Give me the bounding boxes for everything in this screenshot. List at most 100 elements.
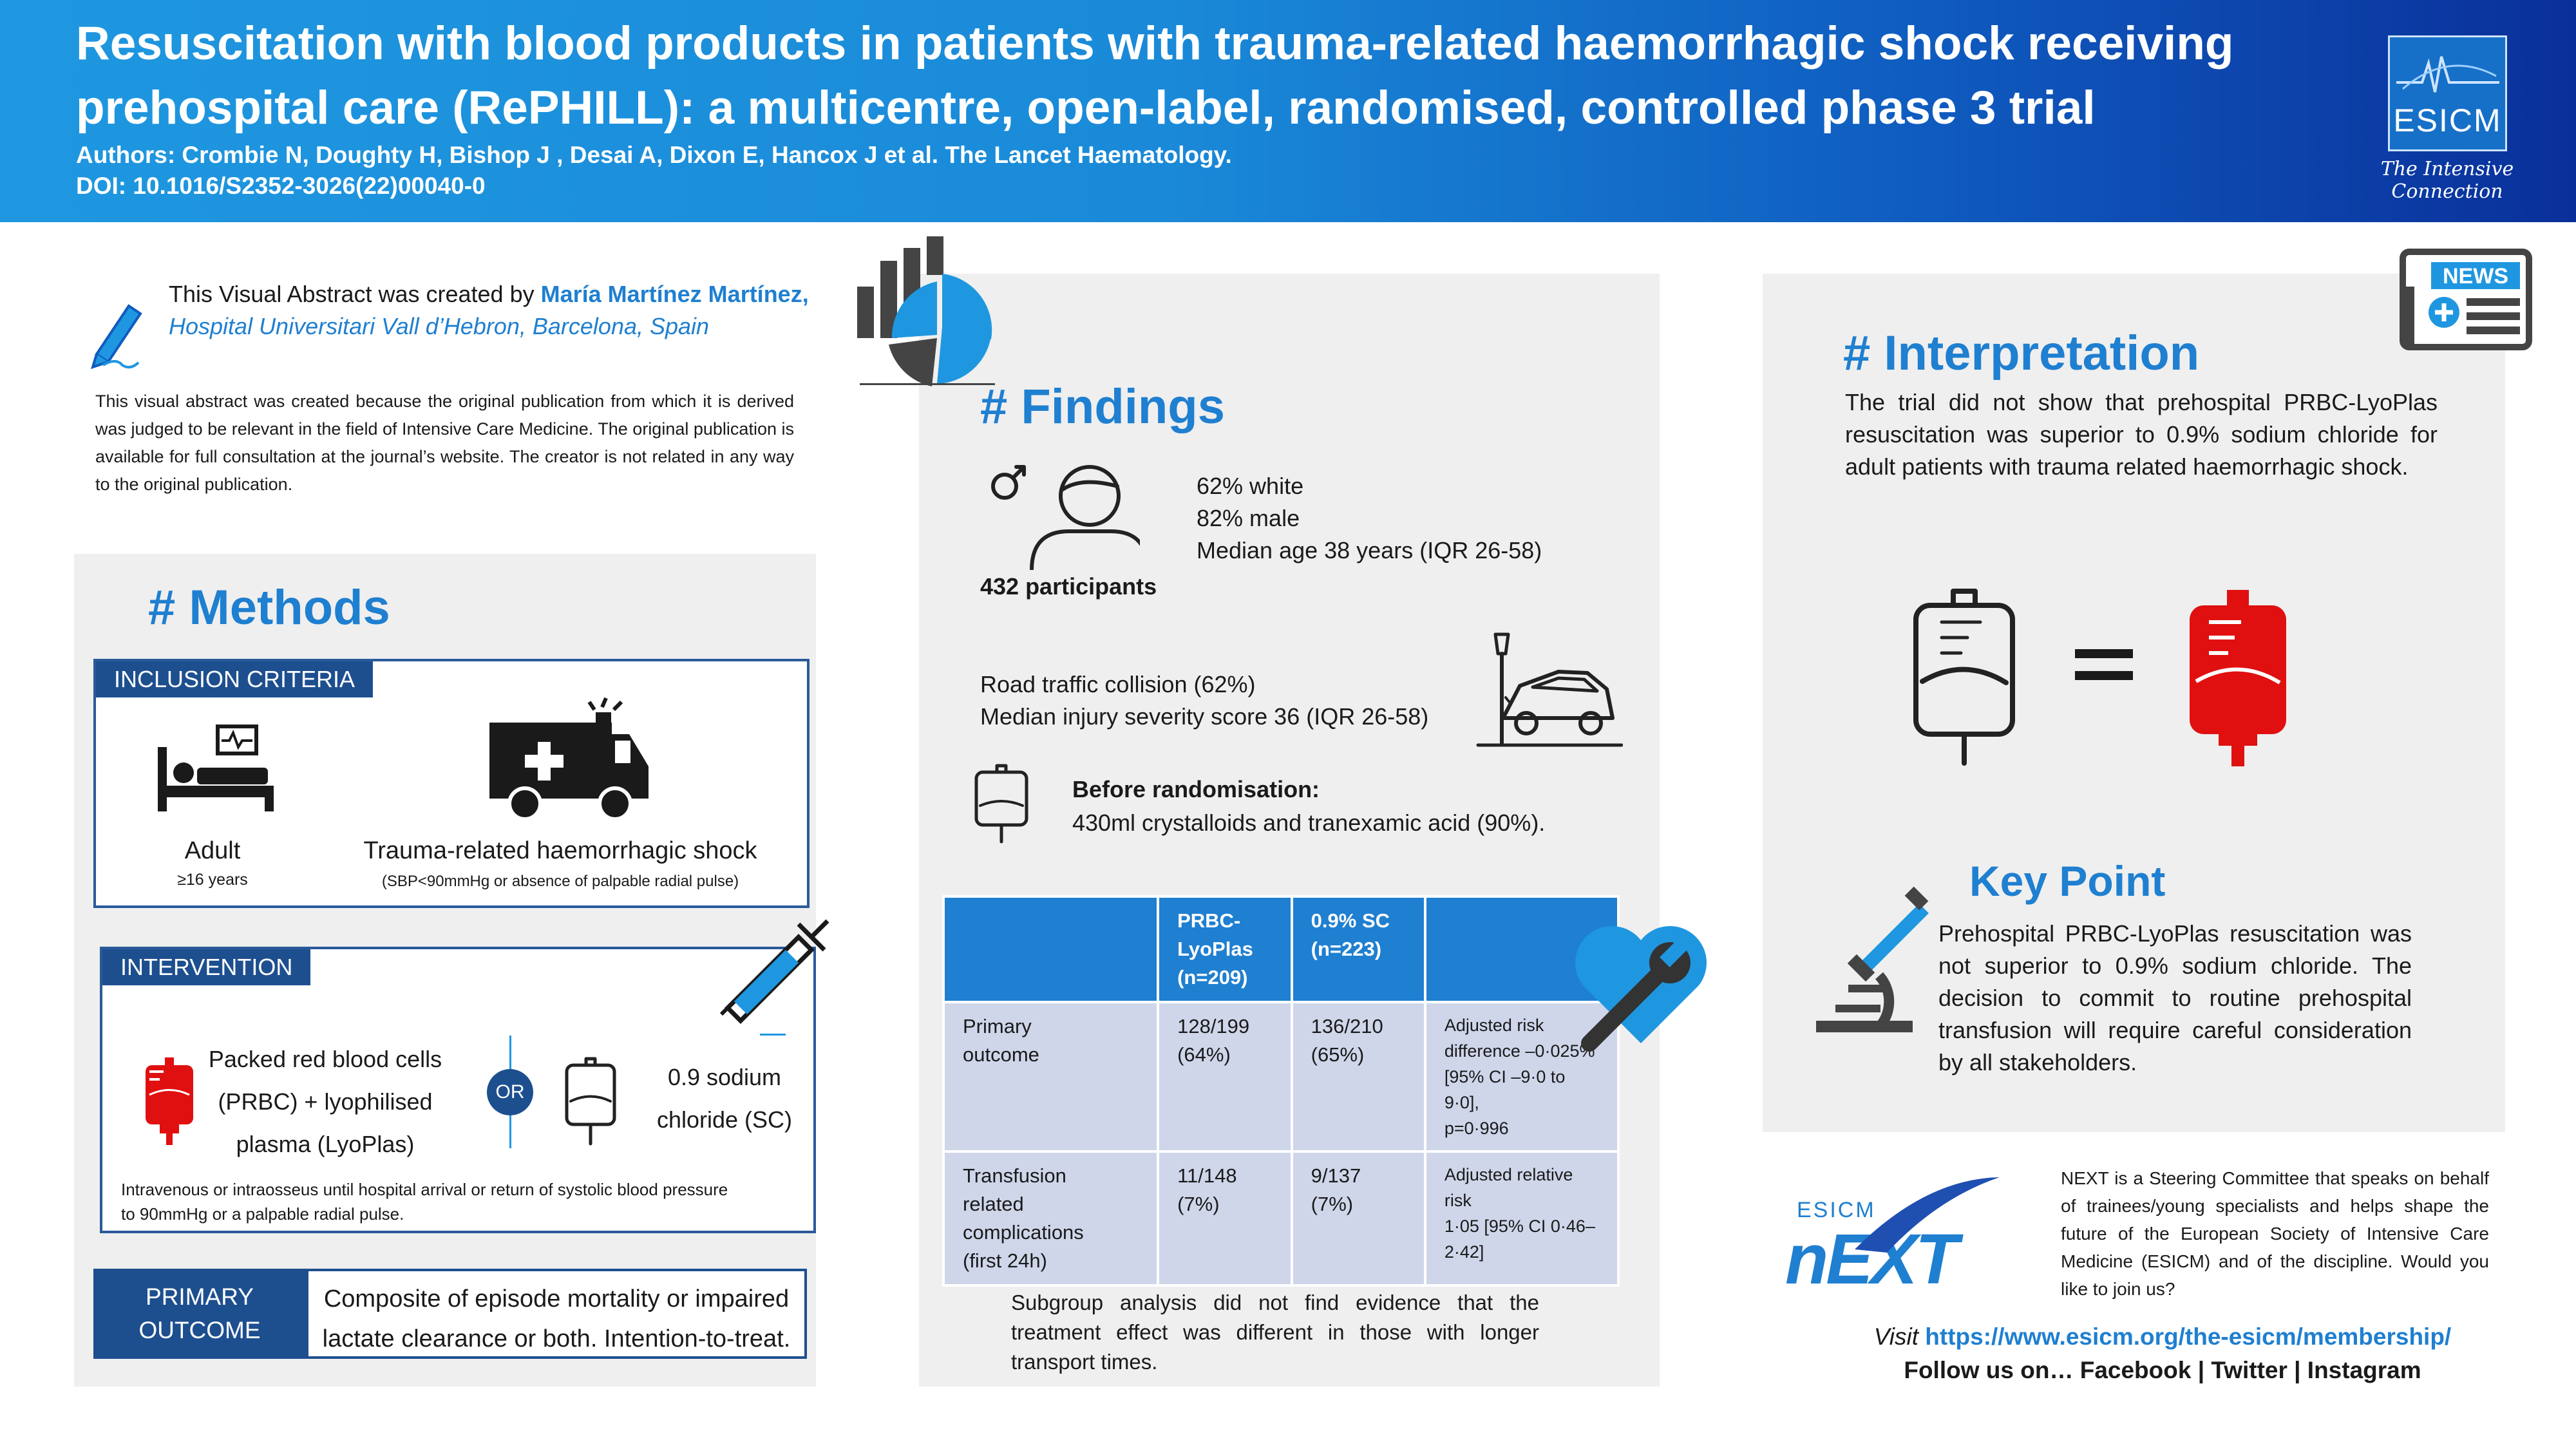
cell-text: (7%) [1311,1193,1354,1215]
keypoint-text: Prehospital PRBC-LyoPlas resuscitation w… [1938,920,2412,1075]
cell-text: Transfusion [963,1164,1066,1187]
primary-tab-line-1: PRIMARY [146,1283,254,1310]
esicm-logo [2388,35,2507,151]
header-text: (n=209) [1177,966,1248,989]
road-traffic-collision: Road traffic collision (62%) [980,671,1256,697]
ecg-logo-icon [2396,56,2499,93]
shock-sublabel: (SBP<90mmHg or absence of palpable radia… [381,873,739,890]
route-text: Intravenous or intraosseus until hospita… [121,1177,804,1226]
hospital-bed-icon [158,724,274,811]
blood-bag-large-icon [2190,590,2286,766]
saline-bag-icon [565,1057,616,1146]
header-banner [0,0,2576,222]
cell-text: 136/210 [1311,1015,1383,1037]
cell-text: 9/137 [1311,1164,1361,1187]
cell-effect: Adjusted relative risk 1·05 [95% CI 0·46… [1423,1150,1620,1287]
cell-text: (7%) [1177,1193,1220,1215]
heart-wrench-icon [1575,926,1707,1052]
before-text: 430ml crystalloids and tranexamic acid (… [1072,810,1546,836]
equals-bar-bottom [2075,671,2133,680]
intervention-box [100,947,816,1233]
follow-line[interactable]: Follow us on… Facebook | Twitter | Insta… [1904,1357,2421,1383]
cell-text: Adjusted risk [1444,1016,1544,1035]
table-header-blank [942,895,1160,1003]
authors: Authors: Crombie N, Doughty H, Bishop J … [76,142,1232,168]
visit-label: Visit [1873,1323,1926,1350]
keypoint-heading: Key Point [1969,857,2166,905]
cell-prbc: 11/148 (7%) [1157,1150,1293,1287]
cell-text: (first 24h) [963,1249,1047,1272]
table-header-prbc: PRBC- LyoPlas (n=209) [1157,895,1293,1003]
car-crash-icon [1476,632,1623,747]
cell-text: outcome [963,1043,1039,1066]
cell-text: (65%) [1311,1043,1365,1066]
before-label: Before randomisation: [1072,776,1320,802]
table-header-sc: 0.9% SC (n=223) [1290,895,1426,1003]
next-swoosh-icon [1855,1177,2000,1253]
cell-text: related [963,1193,1024,1215]
row-label: Transfusion related complications (first… [942,1150,1160,1287]
visit-line: Visit https://www.esicm.org/the-esicm/me… [1834,1323,2491,1350]
chart-icon [857,236,995,386]
table-header-row: PRBC- LyoPlas (n=209) 0.9% SC (n=223) [942,895,1620,1003]
prbc-text: Packed red blood cells (PRBC) + lyophili… [200,1038,451,1166]
saline-bag-large-icon [1913,589,2015,766]
saline-line-2: chloride (SC) [656,1106,793,1133]
inclusion-criteria-tab: INCLUSION CRITERIA [96,661,374,697]
primary-tab-line-2: OUTCOME [138,1317,261,1343]
title-line-2: prehospital care (RePHILL): a multicentr… [76,82,2096,134]
esicm-logo-text: ESICM [2393,102,2502,138]
demographics: 62% white 82% male Median age 38 years (… [1197,470,1542,567]
syringe-icon [719,919,829,1024]
next-logo-small: ESICM [1797,1198,1876,1222]
subgroup-text: Subgroup analysis did not find evidence … [1011,1291,1539,1374]
iv-bag-icon [974,764,1028,844]
adult-label: Adult [184,837,241,864]
or-badge: OR [487,1069,533,1115]
cell-sc: 9/137 (7%) [1290,1150,1426,1287]
header-text: PRBC- [1177,909,1241,932]
cell-text: 11/148 [1177,1164,1237,1187]
esicm-tagline: The Intensive Connection [2380,158,2514,203]
primary-outcome-tab: PRIMARY OUTCOME [93,1269,306,1359]
creator-affiliation: Hospital Universitari Vall d’Hebron, Bar… [169,313,710,339]
header-text: 0.9% SC [1311,909,1390,932]
primary-outcome-box: Composite of episode mortality or impair… [306,1269,807,1359]
intervention-tab: INTERVENTION [102,949,311,985]
cell-text: Adjusted relative risk [1444,1165,1573,1210]
creator-name: María Martínez Martínez, [540,281,809,307]
blood-bag-icon [146,1057,193,1145]
doi: DOI: 10.1016/S2352-3026(22)00040-0 [76,173,486,199]
cell-text: 2·42] [1444,1242,1484,1262]
header-text: (n=223) [1311,938,1382,960]
disclaimer: This visual abstract was created because… [95,392,794,494]
median-age: Median age 38 years (IQR 26-58) [1197,537,1542,564]
prbc-line-3: plasma (LyoPlas) [236,1131,415,1157]
header-text: LyoPlas [1177,938,1253,960]
outcome-table: PRBC- LyoPlas (n=209) 0.9% SC (n=223) Pr… [942,895,1620,1287]
cell-text: difference –0·025% [1444,1041,1595,1061]
interpretation-text: The trial did not show that prehospital … [1845,389,2438,480]
route-line-1: Intravenous or intraosseus until hospita… [121,1180,728,1199]
table-row: Transfusion related complications (first… [942,1150,1620,1287]
cell-text: [95% CI –9·0 to 9·0], [1444,1067,1566,1112]
injury-severity-score: Median injury severity score 36 (IQR 26-… [980,703,1429,730]
participants-count: 432 participants [980,573,1157,600]
cell-prbc: 128/199 (64%) [1157,1001,1293,1153]
before-randomisation: Before randomisation: 430ml crystalloids… [1072,773,1545,840]
saline-line-1: 0.9 sodium [667,1064,782,1090]
microscope-icon [1816,886,1929,1032]
cell-text: 1·05 [95% CI 0·46– [1444,1217,1595,1236]
cell-text: 128/199 [1177,1015,1250,1037]
membership-link[interactable]: https://www.esicm.org/the-esicm/membersh… [1925,1323,2452,1350]
white-percent: 62% white [1197,473,1304,499]
cell-effect: Adjusted risk difference –0·025% [95% CI… [1423,1001,1620,1153]
newspaper-icon: NEWS [2400,249,2532,350]
methods-heading: # Methods [148,580,390,635]
primary-line-1: Composite of episode mortality or impair… [323,1285,790,1312]
credit-prefix: This Visual Abstract was created by [169,281,541,307]
interpretation-heading: # Interpretation [1843,326,2200,381]
equals-bar-top [2075,649,2133,658]
cell-text: (64%) [1177,1043,1231,1066]
pen-icon [90,304,142,370]
